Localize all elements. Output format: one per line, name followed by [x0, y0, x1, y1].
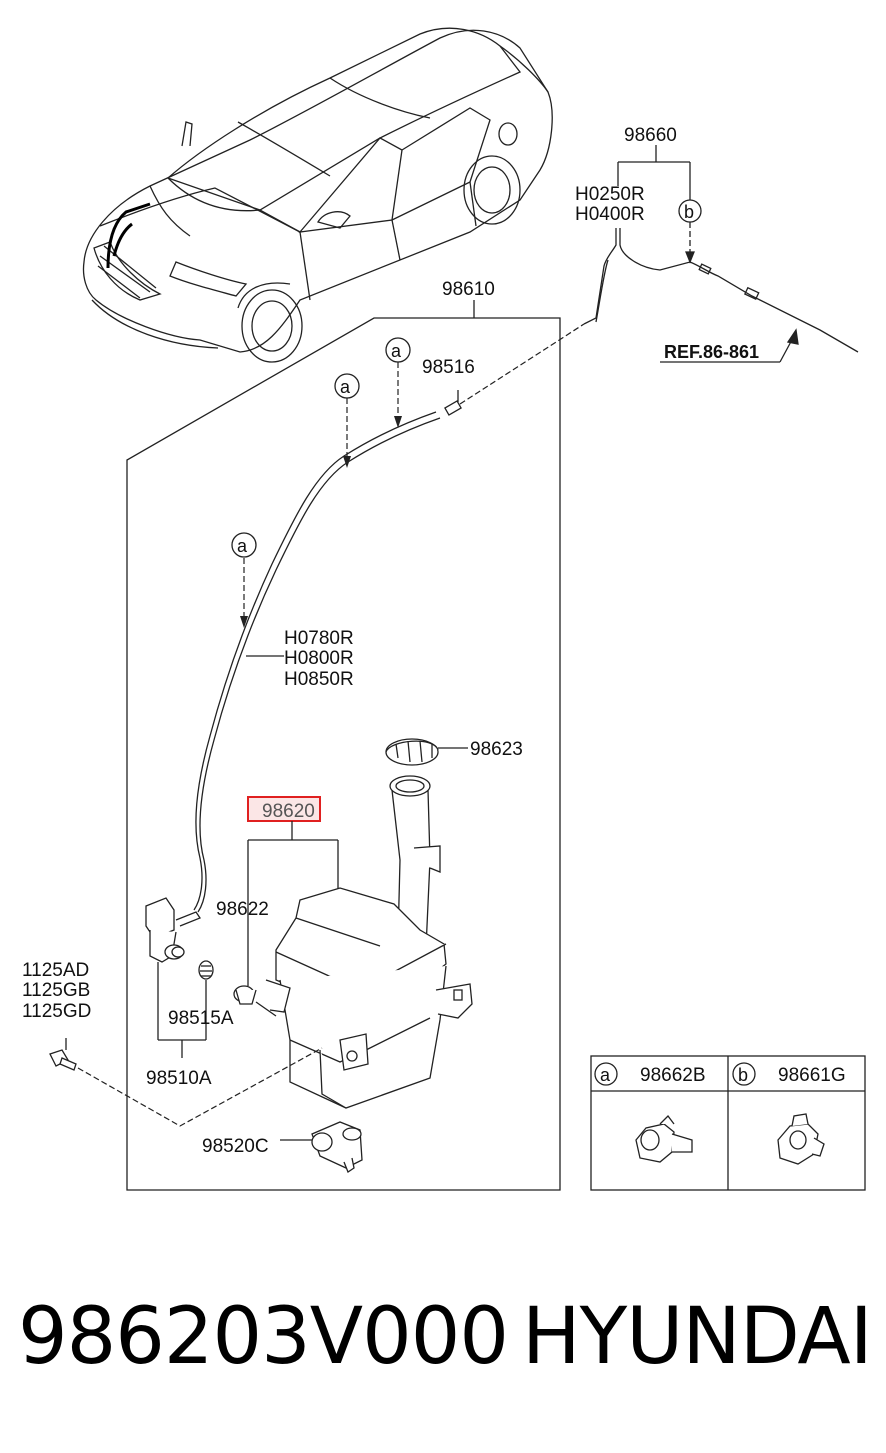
part-number: 986203V000	[18, 1292, 509, 1382]
bracket-98510a	[158, 1039, 206, 1058]
label-h0250r: H0250R	[575, 184, 645, 205]
label-1125gd: 1125GD	[22, 1001, 91, 1022]
callout-b-upper: b	[678, 199, 702, 223]
filter-98515a	[198, 960, 214, 1040]
filler-cap-98623	[385, 738, 468, 766]
washer-pump-98520c	[280, 1121, 363, 1173]
label-1125gb: 1125GB	[22, 980, 90, 1001]
bracket-98620	[247, 821, 339, 986]
assembly-frame-98610	[126, 300, 561, 1191]
label-98516: 98516	[422, 357, 475, 378]
label-h0400r: H0400R	[575, 204, 645, 225]
washer-pump-98510a	[145, 897, 201, 1040]
clip-98662b-icon	[635, 1115, 693, 1163]
svg-text:a: a	[391, 341, 402, 361]
callout-a-top: a	[385, 337, 411, 428]
clip-98661g-icon	[777, 1113, 825, 1165]
label-98515a: 98515A	[168, 1008, 234, 1029]
label-98610: 98610	[442, 279, 495, 300]
brand-name: HYUNDAI	[522, 1292, 873, 1382]
connector-98516	[444, 390, 462, 416]
svg-text:b: b	[738, 1065, 748, 1085]
washer-hose	[193, 411, 441, 913]
dashed-leader-98516	[459, 323, 585, 405]
svg-text:a: a	[237, 536, 248, 556]
washer-reservoir	[265, 775, 473, 1109]
label-1125ad: 1125AD	[22, 960, 89, 981]
legend-b-header: b 98661G	[732, 1062, 846, 1086]
bolt-1125	[49, 1038, 77, 1071]
label-h0800r: H0800R	[284, 648, 354, 669]
ref-86-861-label: REF.86-861	[664, 342, 759, 362]
parts-diagram: 98660 H0250R H0400R b REF.86-861 98610 9…	[22, 27, 866, 1191]
label-98520c: 98520C	[202, 1136, 269, 1157]
highlight-box-98620	[247, 796, 321, 822]
legend-table	[590, 1055, 866, 1191]
label-h0780r: H0780R	[284, 628, 354, 649]
legend-b-part: 98661G	[778, 1065, 846, 1086]
label-98660: 98660	[624, 125, 677, 146]
label-h0850r: H0850R	[284, 669, 354, 690]
svg-text:b: b	[684, 202, 694, 222]
svg-text:a: a	[600, 1065, 611, 1085]
dashed-leader-bolt	[77, 1047, 323, 1127]
label-98510a: 98510A	[146, 1068, 212, 1089]
label-98622: 98622	[216, 899, 269, 920]
label-98620: 98620	[262, 801, 315, 822]
label-98623: 98623	[470, 739, 523, 760]
upper-hose-assembly	[583, 145, 859, 363]
legend-a-part: 98662B	[640, 1065, 706, 1086]
footer: 986203V000 HYUNDAI	[0, 1292, 886, 1402]
callout-a-lower: a	[231, 532, 257, 628]
callout-a-middle: a	[334, 373, 360, 468]
car-illustration	[82, 27, 553, 363]
svg-text:a: a	[340, 377, 351, 397]
grommet-98622	[233, 985, 277, 1017]
legend-a-header: a 98662B	[594, 1062, 706, 1086]
